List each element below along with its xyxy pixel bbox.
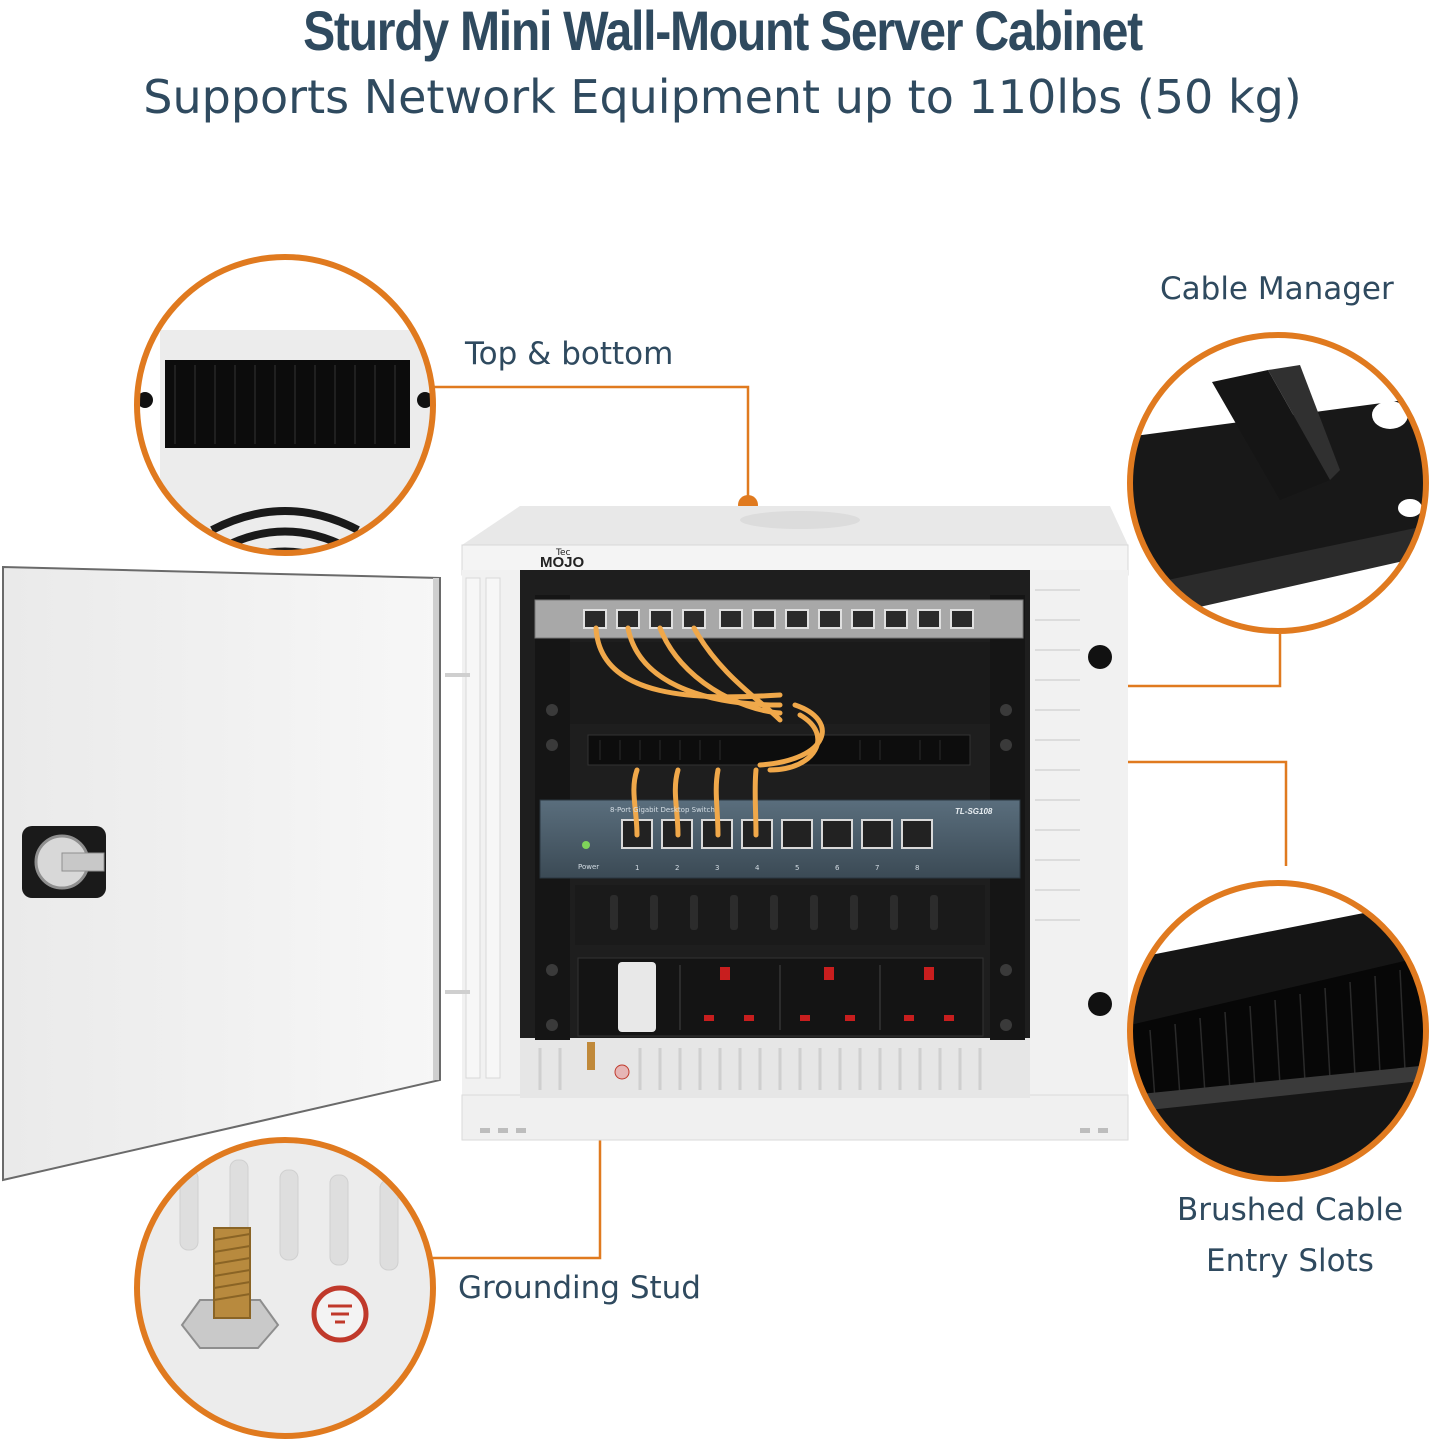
patch-panel-ports xyxy=(583,609,974,629)
label-brushed-line2: Entry Slots xyxy=(1206,1243,1374,1279)
brand-logo: MOJO xyxy=(540,554,585,571)
port-number: 8 xyxy=(915,864,919,872)
cabinet-door xyxy=(2,565,470,1182)
patch-cables xyxy=(593,625,825,838)
label-cable-manager: Cable Manager xyxy=(1160,271,1394,307)
switch-model: TL-SG108 xyxy=(955,807,993,816)
detail-cable-manager xyxy=(1127,332,1429,634)
label-brushed-line1: Brushed Cable xyxy=(1176,1192,1404,1228)
power-label: Power xyxy=(578,863,599,871)
port-number: 3 xyxy=(715,864,719,872)
switch-caption: 8-Port Gigabit Desktop Switch xyxy=(610,806,715,814)
switch-port-numbers: 1 2 3 4 5 6 7 8 xyxy=(635,864,919,872)
detail-grounding-stud xyxy=(134,1137,436,1439)
port-number: 2 xyxy=(675,864,679,872)
server-cabinet xyxy=(461,506,1129,1141)
label-grounding-stud: Grounding Stud xyxy=(458,1270,701,1306)
power-led xyxy=(582,841,590,849)
label-top-bottom: Top & bottom xyxy=(465,336,674,372)
page-title: Sturdy Mini Wall-Mount Server Cabinet xyxy=(303,0,1143,62)
page-subtitle: Supports Network Equipment up to 110lbs … xyxy=(143,70,1302,124)
port-number: 1 xyxy=(635,864,639,872)
port-number: 6 xyxy=(835,864,840,872)
port-number: 4 xyxy=(755,864,760,872)
port-number: 7 xyxy=(875,864,879,872)
port-number: 5 xyxy=(795,864,799,872)
detail-top-bottom xyxy=(134,254,436,556)
brand-small: Tec xyxy=(555,548,571,558)
detail-brushed-slots xyxy=(1127,880,1429,1182)
